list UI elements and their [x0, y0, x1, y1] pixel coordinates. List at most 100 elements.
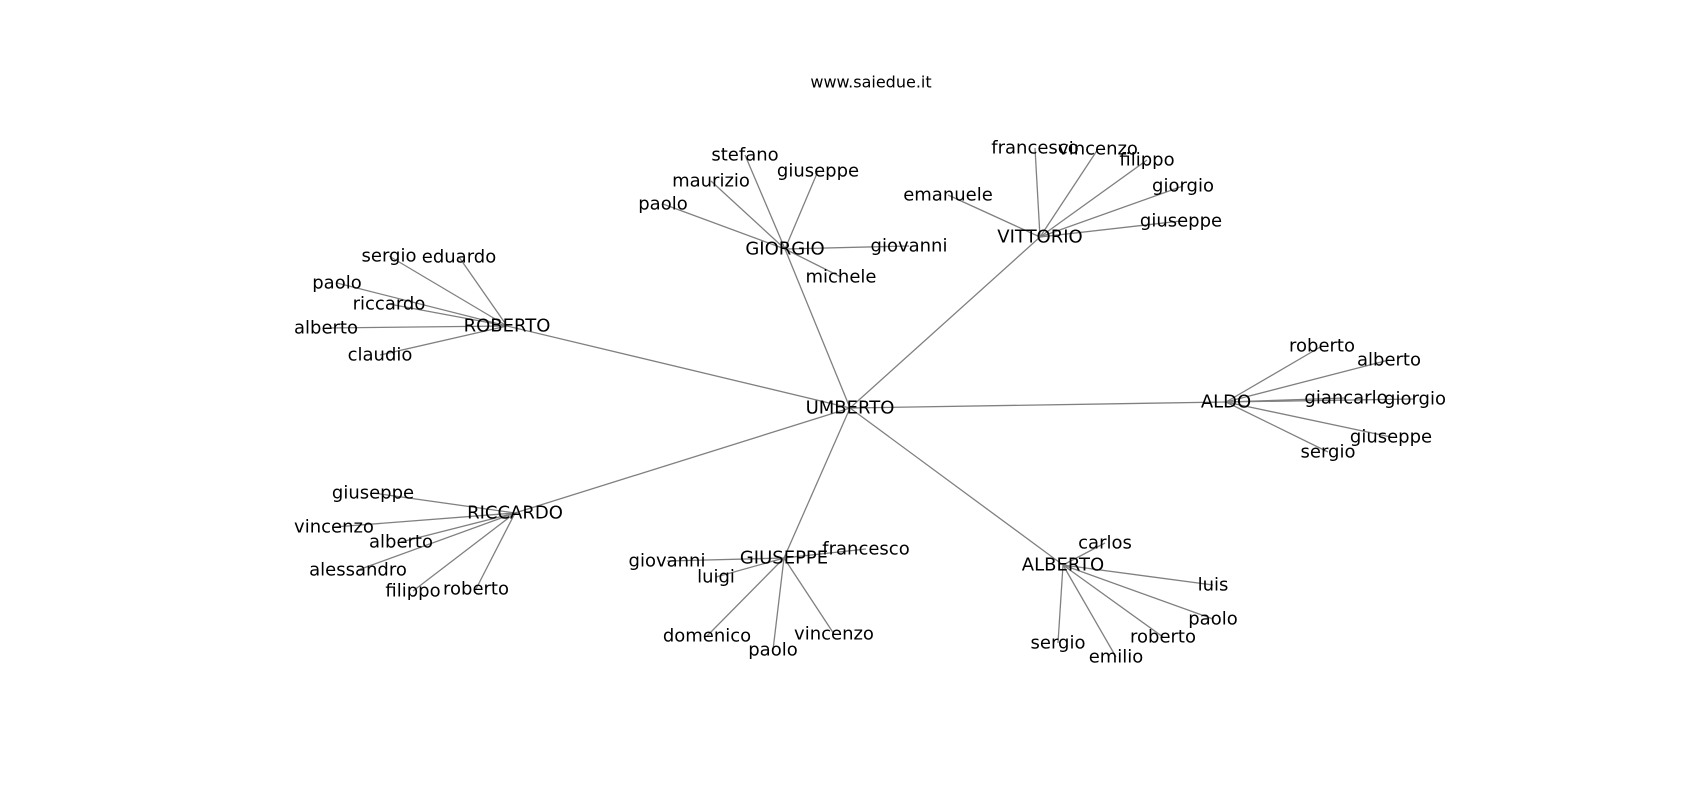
- leaf-roberto-paolo: paolo: [312, 273, 361, 294]
- leaf-giorgio-giuseppe: giuseppe: [777, 161, 859, 182]
- leaf-giuseppe-francesco: francesco: [822, 539, 909, 560]
- node-aldo: ALDO: [1201, 392, 1251, 413]
- leaf-vittorio-francesco: francesco: [991, 138, 1078, 159]
- edge-riccardo-giuseppe: [372, 492, 516, 514]
- edge-vittorio-giorgio: [1039, 185, 1184, 238]
- edge-alberto-paolo: [1062, 564, 1214, 620]
- leaf-vittorio-giorgio: giorgio: [1152, 176, 1214, 197]
- leaf-riccardo-giuseppe: giuseppe: [332, 483, 414, 504]
- edge-giorgio-paolo: [662, 203, 786, 250]
- leaf-aldo-roberto: roberto: [1289, 336, 1355, 357]
- edge-root-giorgio: [784, 248, 851, 409]
- leaf-roberto-claudio: claudio: [348, 345, 413, 366]
- leaf-giorgio-giovanni: giovanni: [871, 236, 948, 257]
- leaf-giorgio-maurizio: maurizio: [672, 171, 750, 192]
- leaf-alberto-paolo: paolo: [1188, 609, 1237, 630]
- edge-riccardo-alessandro: [357, 512, 516, 571]
- leaf-aldo-alberto: alberto: [1357, 350, 1421, 371]
- edge-roberto-alberto: [325, 325, 508, 329]
- leaf-alberto-sergio: sergio: [1031, 633, 1086, 654]
- leaf-giuseppe-paolo: paolo: [748, 640, 797, 661]
- leaf-roberto-riccardo: riccardo: [353, 294, 426, 315]
- leaf-riccardo-filippo: filippo: [385, 581, 440, 602]
- leaf-giuseppe-giovanni: giovanni: [629, 551, 706, 572]
- edge-roberto-eduardo: [458, 256, 508, 327]
- edge-aldo-alberto: [1225, 359, 1390, 403]
- leaf-vittorio-filippo: filippo: [1119, 150, 1174, 171]
- leaf-aldo-sergio: sergio: [1301, 442, 1356, 463]
- edge-alberto-sergio: [1057, 564, 1064, 644]
- leaf-riccardo-alberto: alberto: [369, 532, 433, 553]
- edge-vittorio-vincenzo: [1039, 148, 1099, 238]
- edge-alberto-carlos: [1062, 542, 1106, 566]
- edge-root-alberto: [849, 407, 1064, 566]
- edge-root-giuseppe: [783, 407, 851, 559]
- edge-alberto-emilio: [1062, 564, 1117, 658]
- leaf-giuseppe-vincenzo: vincenzo: [794, 624, 874, 645]
- leaf-riccardo-vincenzo: vincenzo: [294, 517, 374, 538]
- edge-aldo-roberto: [1225, 345, 1323, 403]
- edge-riccardo-alberto: [400, 512, 516, 543]
- leaf-aldo-giancarlo: giancarlo: [1304, 388, 1387, 409]
- node-vittorio: VITTORIO: [997, 227, 1082, 248]
- edge-giuseppe-giovanni: [666, 557, 785, 562]
- label-layer: UMBERTOGIORGIOstefanogiuseppemauriziopao…: [294, 138, 1446, 668]
- edge-roberto-riccardo: [388, 303, 508, 327]
- edge-giorgio-maurizio: [710, 180, 786, 250]
- edge-aldo-giuseppe: [1225, 401, 1392, 438]
- edge-aldo-giorgio: [1225, 398, 1416, 403]
- leaf-riccardo-roberto: roberto: [443, 579, 509, 600]
- diagram-title: www.saiedue.it: [810, 73, 931, 92]
- edge-giorgio-giovanni: [784, 245, 910, 250]
- edge-roberto-claudio: [379, 325, 508, 356]
- leaf-vittorio-vincenzo: vincenzo: [1058, 139, 1138, 160]
- leaf-alberto-luis: luis: [1198, 575, 1229, 596]
- node-roberto: ROBERTO: [464, 316, 551, 337]
- edge-giuseppe-luigi: [715, 557, 785, 578]
- node-riccardo: RICCARDO: [467, 503, 563, 524]
- edge-vittorio-giuseppe: [1039, 220, 1182, 238]
- edge-giuseppe-vincenzo: [783, 557, 835, 635]
- edge-riccardo-vincenzo: [333, 512, 516, 528]
- node-alberto: ALBERTO: [1022, 555, 1104, 576]
- leaf-giorgio-michele: michele: [806, 267, 877, 288]
- edge-root-aldo: [849, 401, 1227, 409]
- edge-alberto-roberto: [1062, 564, 1164, 638]
- edge-giuseppe-domenico: [706, 557, 785, 637]
- leaf-vittorio-emanuele: emanuele: [903, 185, 993, 206]
- edge-giorgio-stefano: [744, 154, 786, 250]
- leaf-alberto-emilio: emilio: [1089, 647, 1144, 668]
- edge-vittorio-emanuele: [947, 194, 1041, 238]
- leaf-alberto-carlos: carlos: [1078, 533, 1132, 554]
- leaf-giorgio-paolo: paolo: [638, 194, 687, 215]
- leaf-giuseppe-domenico: domenico: [663, 626, 751, 647]
- leaf-roberto-alberto: alberto: [294, 318, 358, 339]
- edge-roberto-sergio: [388, 255, 508, 327]
- edge-root-roberto: [506, 325, 851, 409]
- edge-vittorio-francesco: [1034, 147, 1041, 238]
- edge-root-vittorio: [849, 236, 1041, 409]
- edge-aldo-sergio: [1225, 401, 1329, 453]
- node-giorgio: GIORGIO: [745, 239, 824, 260]
- leaf-vittorio-giuseppe: giuseppe: [1140, 211, 1222, 232]
- edge-vittorio-filippo: [1039, 159, 1148, 238]
- leaf-riccardo-alessandro: alessandro: [309, 560, 407, 581]
- edge-roberto-paolo: [336, 282, 508, 327]
- leaf-roberto-eduardo: eduardo: [422, 247, 496, 268]
- node-giuseppe: GIUSEPPE: [740, 548, 828, 569]
- edge-giuseppe-paolo: [772, 557, 785, 651]
- leaf-giuseppe-luigi: luigi: [697, 567, 735, 588]
- leaf-roberto-sergio: sergio: [362, 246, 417, 267]
- node-root: UMBERTO: [806, 398, 895, 419]
- edge-giorgio-giuseppe: [784, 170, 819, 250]
- edge-root-riccardo: [514, 407, 851, 514]
- edge-giorgio-michele: [784, 248, 842, 278]
- leaf-aldo-giorgio: giorgio: [1384, 389, 1446, 410]
- leaf-giorgio-stefano: stefano: [711, 145, 778, 166]
- leaf-aldo-giuseppe: giuseppe: [1350, 427, 1432, 448]
- leaf-alberto-roberto: roberto: [1130, 627, 1196, 648]
- edge-riccardo-filippo: [412, 512, 516, 592]
- edge-layer: [325, 147, 1416, 658]
- edge-giuseppe-francesco: [783, 548, 867, 559]
